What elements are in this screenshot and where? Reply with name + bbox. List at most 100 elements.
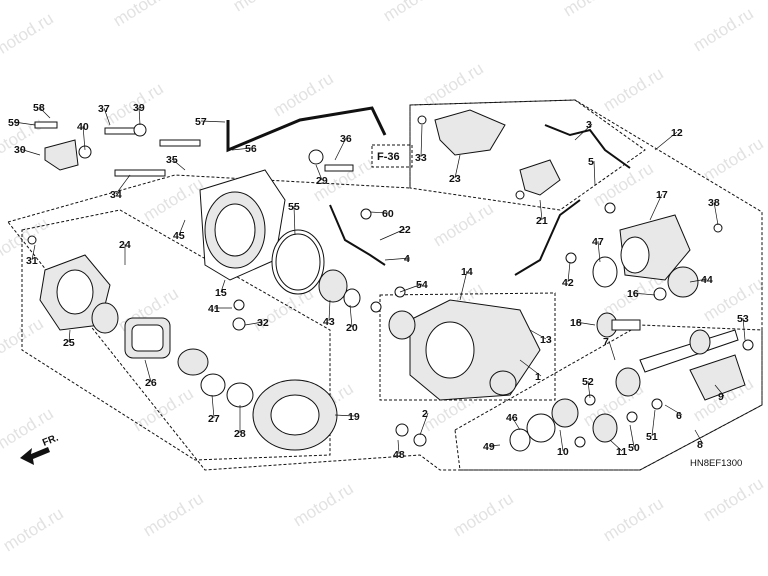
part-label-21[interactable]: 21 xyxy=(536,215,548,227)
part-label-11[interactable]: 11 xyxy=(616,446,627,458)
part-label-32[interactable]: 32 xyxy=(257,317,269,329)
part-label-49[interactable]: 49 xyxy=(483,441,495,453)
part-label-59[interactable]: 59 xyxy=(8,117,20,129)
part-label-9[interactable]: 9 xyxy=(718,391,724,403)
part-label-26[interactable]: 26 xyxy=(145,377,157,389)
part-label-45[interactable]: 45 xyxy=(173,230,185,242)
part-label-31[interactable]: 31 xyxy=(26,255,38,267)
leader-line-11 xyxy=(609,439,623,452)
part-label-46[interactable]: 46 xyxy=(506,412,518,424)
part-label-16[interactable]: 16 xyxy=(627,288,639,300)
part-label-25[interactable]: 25 xyxy=(63,337,75,349)
part-label-33[interactable]: 33 xyxy=(415,152,427,164)
part-label-28[interactable]: 28 xyxy=(234,428,246,440)
part-label-56[interactable]: 56 xyxy=(245,143,257,155)
actuator-o-ring-part xyxy=(592,256,618,288)
part-label-43[interactable]: 43 xyxy=(323,316,335,328)
part-label-37[interactable]: 37 xyxy=(98,103,110,115)
part-label-12[interactable]: 12 xyxy=(671,127,683,139)
part-label-6[interactable]: 6 xyxy=(676,410,682,422)
part-label-44[interactable]: 44 xyxy=(701,274,713,286)
part-label-38[interactable]: 38 xyxy=(708,197,720,209)
part-label-34[interactable]: 34 xyxy=(110,189,122,201)
part-label-39[interactable]: 39 xyxy=(133,102,145,114)
leader-line-40 xyxy=(82,125,86,151)
shim-part xyxy=(200,373,226,397)
leader-line-10 xyxy=(559,429,564,452)
part-label-35[interactable]: 35 xyxy=(166,154,178,166)
leader-line-20 xyxy=(349,304,353,328)
differential-group-box xyxy=(21,209,331,461)
breather-group-box xyxy=(409,99,646,211)
part-label-57[interactable]: 57 xyxy=(195,116,207,128)
front-direction-arrow: FR. xyxy=(20,432,60,465)
breather-cover-part xyxy=(434,109,506,156)
part-label-30[interactable]: 30 xyxy=(14,144,26,156)
part-label-2[interactable]: 2 xyxy=(422,408,428,420)
part-label-48[interactable]: 48 xyxy=(393,449,405,461)
leader-line-18 xyxy=(575,321,596,326)
leader-line-15 xyxy=(220,279,226,293)
part-label-42[interactable]: 42 xyxy=(562,277,574,289)
part-label-27[interactable]: 27 xyxy=(208,413,220,425)
part-label-60[interactable]: 60 xyxy=(382,208,394,220)
leader-line-33 xyxy=(420,124,423,158)
leader-line-52 xyxy=(587,380,591,399)
part-label-53[interactable]: 53 xyxy=(737,313,749,325)
part-label-41[interactable]: 41 xyxy=(208,303,220,315)
leader-line-47 xyxy=(597,240,601,263)
o-ring-inner xyxy=(275,233,321,291)
leader-line-21 xyxy=(539,199,543,221)
leader-line-26 xyxy=(144,359,152,383)
leader-line-36 xyxy=(334,137,347,161)
part-label-19[interactable]: 19 xyxy=(348,411,360,423)
bearing-part xyxy=(318,269,348,303)
diagram-code: HN8EF1300 xyxy=(690,458,742,469)
leader-line-13 xyxy=(529,329,547,340)
part-label-29[interactable]: 29 xyxy=(316,175,328,187)
leader-line-50 xyxy=(629,424,635,448)
part-label-10[interactable]: 10 xyxy=(557,446,569,458)
leader-line-23 xyxy=(454,154,461,179)
part-label-52[interactable]: 52 xyxy=(582,376,594,388)
part-label-58[interactable]: 58 xyxy=(33,102,45,114)
part-label-13[interactable]: 13 xyxy=(540,334,552,346)
leader-line-9 xyxy=(714,384,725,397)
part-label-14[interactable]: 14 xyxy=(461,266,473,278)
boot-part xyxy=(689,354,746,401)
part-label-18[interactable]: 18 xyxy=(570,317,582,329)
leader-line-31 xyxy=(31,244,36,261)
leader-line-48 xyxy=(397,439,400,455)
front-housing-part xyxy=(199,169,286,281)
part-label-5[interactable]: 5 xyxy=(588,156,594,168)
leader-line-12 xyxy=(654,131,678,151)
leader-line-37 xyxy=(103,107,111,126)
leader-line-22 xyxy=(379,228,406,241)
part-label-24[interactable]: 24 xyxy=(119,239,131,251)
leader-line-54 xyxy=(399,283,423,293)
leader-line-30 xyxy=(19,148,41,156)
part-label-1[interactable]: 1 xyxy=(535,371,541,383)
leader-line-43 xyxy=(328,299,331,322)
part-label-22[interactable]: 22 xyxy=(399,224,411,236)
part-label-36[interactable]: 36 xyxy=(340,133,352,145)
leader-line-19 xyxy=(334,414,355,417)
part-label-7[interactable]: 7 xyxy=(603,336,609,348)
part-label-15[interactable]: 15 xyxy=(215,287,227,299)
part-label-8[interactable]: 8 xyxy=(697,439,703,451)
part-label-4[interactable]: 4 xyxy=(404,253,410,265)
indicator-wire-part xyxy=(329,204,386,266)
case-assembly-box xyxy=(379,292,556,401)
part-label-50[interactable]: 50 xyxy=(628,442,640,454)
part-label-23[interactable]: 23 xyxy=(449,173,461,185)
leader-line-45 xyxy=(178,219,186,236)
part-label-54[interactable]: 54 xyxy=(416,279,428,291)
part-label-51[interactable]: 51 xyxy=(646,431,658,443)
part-label-40[interactable]: 40 xyxy=(77,121,89,133)
leader-line-57 xyxy=(200,120,226,123)
part-label-20[interactable]: 20 xyxy=(346,322,358,334)
part-label-17[interactable]: 17 xyxy=(656,189,668,201)
part-label-55[interactable]: 55 xyxy=(288,201,300,213)
part-label-3[interactable]: 3 xyxy=(586,119,592,131)
part-label-47[interactable]: 47 xyxy=(592,236,604,248)
